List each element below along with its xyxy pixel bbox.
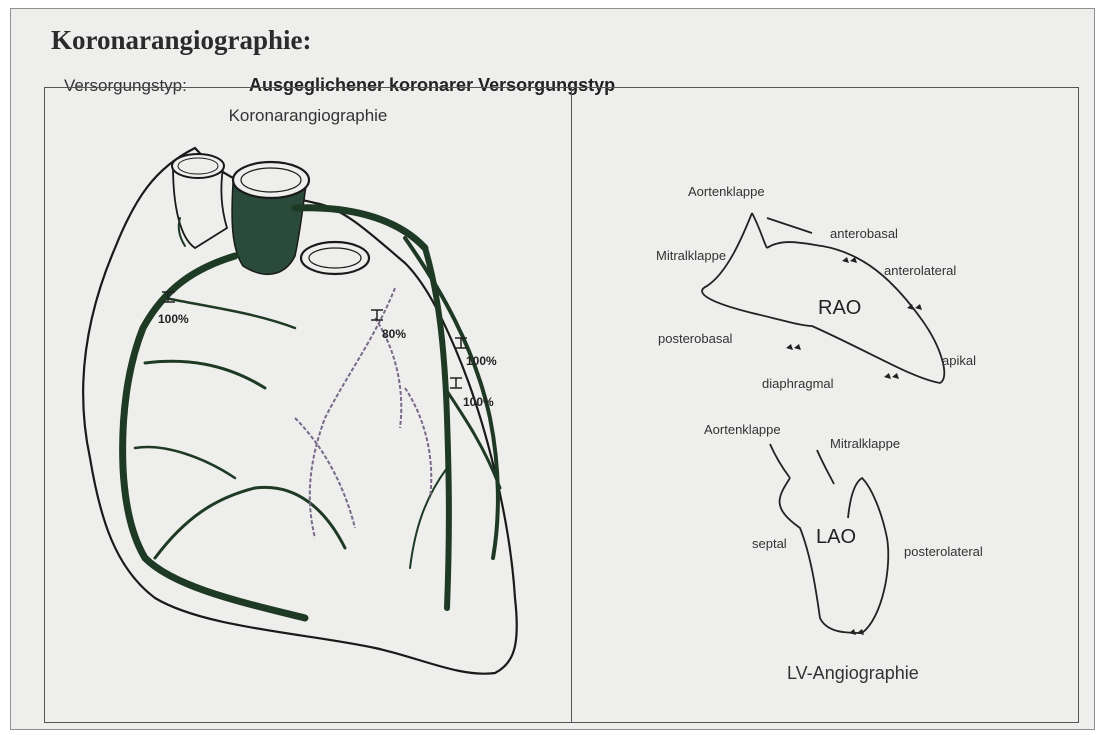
vein-branch	[405, 388, 431, 498]
sinus-branch	[179, 218, 185, 246]
rao-mitral-valve-label: Mitralklappe	[656, 248, 726, 263]
aorta-opening	[233, 162, 309, 198]
rao-segment-posterobasal: posterobasal	[658, 331, 733, 346]
cardiac-veins	[295, 288, 431, 538]
rca-branch	[145, 361, 265, 388]
lad-branch	[410, 468, 447, 568]
lao-segment-septal: septal	[752, 536, 787, 551]
lao-outline	[780, 478, 889, 633]
posterior-descending-artery	[155, 487, 345, 558]
lao-mitral-valve-label: Mitralklappe	[830, 436, 900, 451]
rao-segment-diaphragmal: diaphragmal	[762, 376, 834, 391]
stenosis-marker-om	[450, 378, 462, 388]
rao-view-label: RAO	[818, 297, 861, 319]
segment-mark	[849, 629, 864, 635]
lao-segment-marks	[849, 629, 864, 635]
lv-panel-title: LV-Angiographie	[787, 663, 919, 684]
lao-aortic-leaflet	[770, 444, 790, 478]
segment-mark	[842, 257, 857, 263]
rao-segment-anterobasal: anterobasal	[830, 226, 898, 241]
lao-mitral-leaflet	[817, 450, 834, 484]
segment-mark	[786, 344, 801, 350]
vein-branch	[310, 288, 395, 538]
segment-mark	[884, 373, 899, 379]
coronary-panel: Koronarangiographie	[45, 88, 571, 722]
rca-branch	[135, 447, 235, 478]
stenosis-label-om: 100%	[463, 395, 494, 409]
vein-branch	[295, 418, 355, 528]
rao-segment-anterolateral: anterolateral	[884, 263, 956, 278]
stenosis-label-cx: 100%	[466, 354, 497, 368]
pulmonary-artery-opening	[301, 242, 369, 274]
lao-segment-posterolateral: posterolateral	[904, 544, 983, 559]
coronary-heart-diagram: 100% 80% 100% 100%	[45, 88, 571, 722]
rao-aortic-leaflet	[767, 218, 812, 233]
rao-segment-apikal: apikal	[942, 353, 976, 368]
stenosis-label-rca: 100%	[158, 312, 189, 326]
lv-panel: Aortenklappe Mitralklappe anterobasal an…	[572, 88, 1078, 722]
rao-aortic-leaflet	[752, 213, 767, 248]
lao-view-label: LAO	[816, 526, 856, 548]
lao-aortic-valve-label: Aortenklappe	[704, 422, 781, 437]
stenosis-label-lad: 80%	[382, 327, 406, 341]
right-coronary-artery	[123, 256, 305, 618]
rao-aortic-valve-label: Aortenklappe	[688, 184, 765, 199]
page-title: Koronarangiographie:	[51, 25, 312, 56]
lv-angiography-diagram: Aortenklappe Mitralklappe anterobasal an…	[572, 88, 1078, 722]
